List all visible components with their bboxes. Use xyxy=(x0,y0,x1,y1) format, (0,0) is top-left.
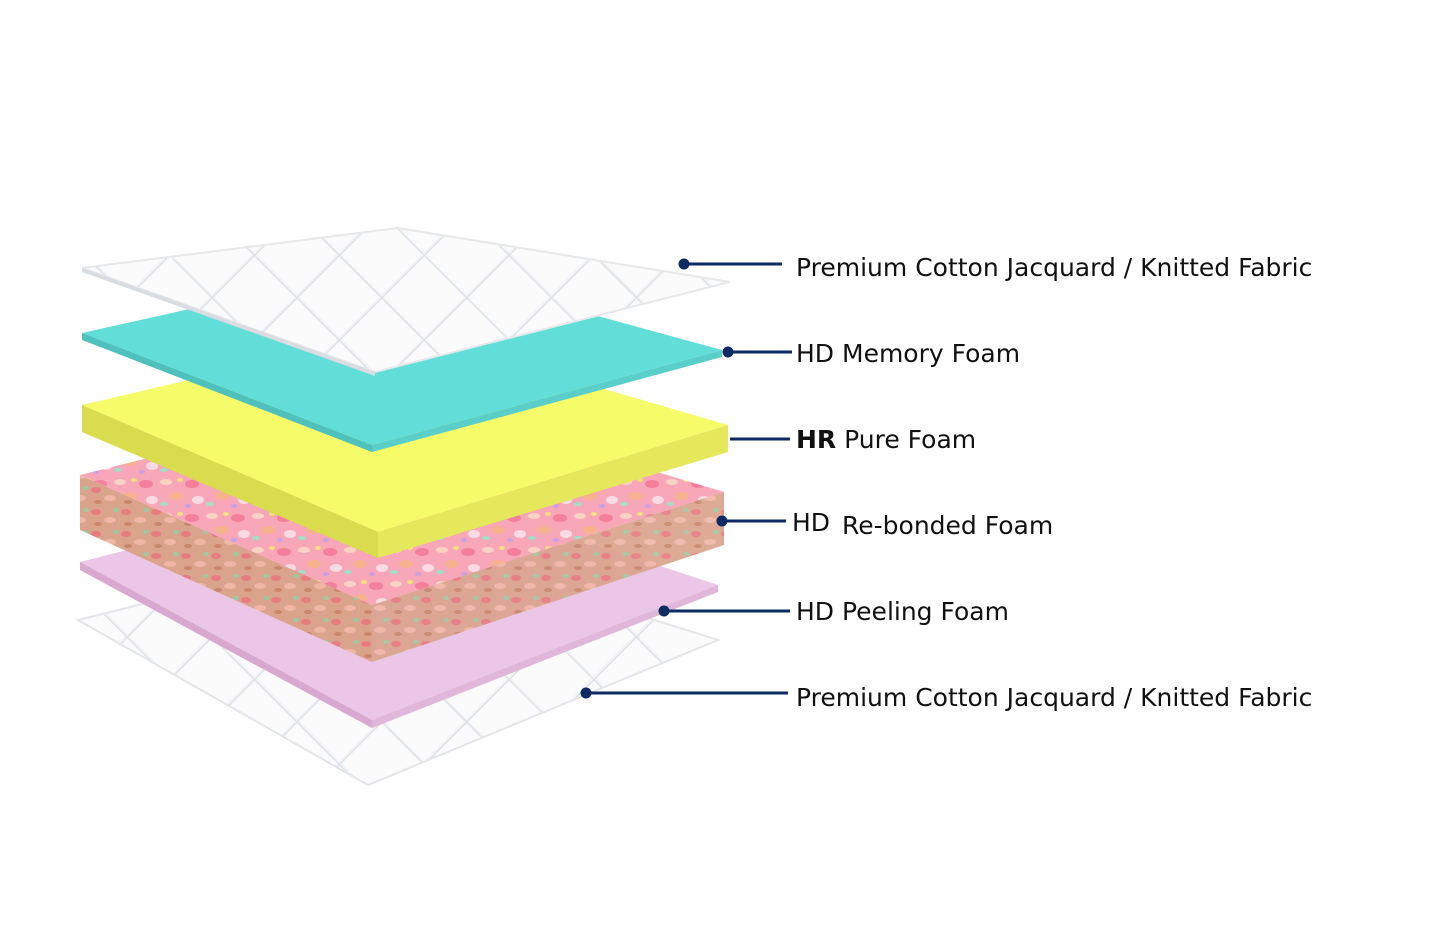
leader-line-1 xyxy=(678,258,782,270)
layer-label-bottom-fabric: Premium Cotton Jacquard / Knitted Fabric xyxy=(796,683,1313,712)
layer-label-top-fabric: Premium Cotton Jacquard / Knitted Fabric xyxy=(796,253,1313,282)
layer-label-memory-foam: HD Memory Foam xyxy=(796,339,1021,368)
layer-label-rebonded-foam: Re-bonded Foam xyxy=(842,511,1054,540)
leader-line-2 xyxy=(722,346,792,358)
layer-label-pure-foam-text: Pure Foam xyxy=(844,425,977,454)
layer-label-peeling-foam: HD Peeling Foam xyxy=(796,597,1009,626)
layer-label-pure-foam: HR Pure Foam xyxy=(796,427,976,452)
layer-label-rebonded-prefix: HD xyxy=(792,508,831,537)
layer-label-pure-foam-bold: HR xyxy=(796,425,837,454)
leader-line-5 xyxy=(658,605,790,617)
leader-line-4 xyxy=(716,515,786,527)
leader-lines xyxy=(580,258,792,699)
leader-line-6 xyxy=(580,687,788,699)
top-fabric-layer xyxy=(81,226,731,376)
